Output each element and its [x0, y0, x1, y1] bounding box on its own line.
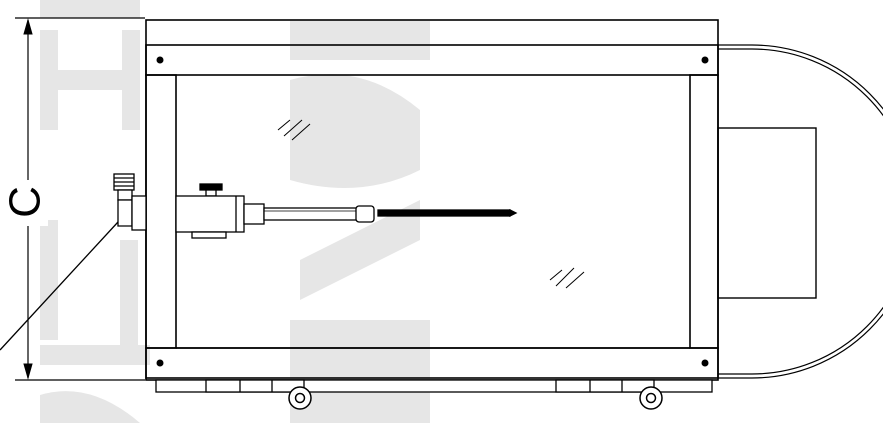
- caster-wheels: [288, 386, 663, 410]
- dimension-label: C: [1, 186, 50, 218]
- watermark: [40, 0, 430, 423]
- stand-base: [155, 379, 713, 393]
- drain-valve: [175, 183, 518, 239]
- glass-reflection-marks: [277, 119, 585, 289]
- corner-bolts: [156, 56, 709, 367]
- heater-box: [717, 127, 817, 299]
- leader-line: [0, 221, 119, 351]
- end-shroud: [718, 44, 883, 379]
- inlet-fitting: [113, 173, 147, 231]
- dimension-c: [8, 17, 145, 381]
